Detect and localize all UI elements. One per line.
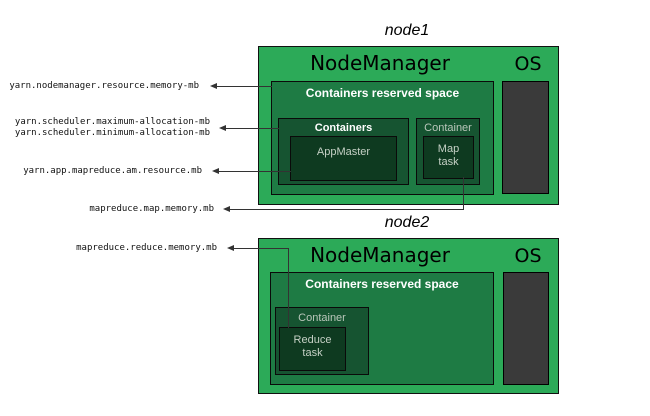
node1-nodemanager-box: NodeManager OS Containers reserved space…: [258, 46, 559, 205]
node2-reduce-task-box: Reduce task: [279, 327, 346, 371]
node2-container-label: Container: [298, 312, 346, 324]
arrow-line-nodemanager-resource: [216, 86, 272, 87]
arrowhead-map-memory-icon: [223, 206, 230, 212]
node1-containers-reserved-box: Containers reserved space Containers App…: [271, 81, 494, 195]
map-task-line1: Map: [437, 143, 460, 155]
node1-title: node1: [384, 22, 430, 39]
node2-containers-reserved-label: Containers reserved space: [305, 277, 459, 291]
label-yarn-nodemanager-resource-memory-mb: yarn.nodemanager.resource.memory-mb: [9, 81, 199, 91]
arrow-line-scheduler-allocation: [225, 128, 279, 129]
arrow-line-am-resource: [218, 171, 291, 172]
node2-title: node2: [384, 214, 430, 231]
label-yarn-app-mapreduce-am-resource-mb: yarn.app.mapreduce.am.resource.mb: [23, 166, 202, 176]
node2-os-memory-rect: [503, 272, 549, 385]
label-yarn-scheduler-maximum-allocation-mb: yarn.scheduler.maximum-allocation-mb: [14, 117, 210, 127]
node1-os-label: OS: [514, 53, 542, 75]
arrowhead-scheduler-allocation-icon: [219, 125, 226, 131]
node2-container-box: Container Reduce task: [275, 307, 369, 375]
node2-os-label: OS: [514, 245, 542, 267]
arrow-line-reduce-memory: [233, 248, 289, 249]
arrow-vline-reduce-memory: [288, 248, 289, 328]
reduce-task-line1: Reduce: [293, 334, 332, 346]
arrow-line-map-memory: [229, 209, 464, 210]
node1-containers-reserved-label: Containers reserved space: [305, 86, 460, 100]
node2-reduce-task-label: Reduce task: [280, 328, 345, 360]
node1-containers-label: Containers: [314, 122, 373, 134]
node2-nodemanager-label: NodeManager: [310, 243, 450, 267]
reduce-task-line2: task: [302, 347, 323, 359]
node1-nodemanager-label: NodeManager: [310, 51, 450, 75]
node2-containers-reserved-box: Containers reserved space Container Redu…: [270, 272, 494, 385]
node1-containers-box: Containers AppMaster: [278, 118, 409, 185]
node1-container-label: Container: [424, 122, 472, 134]
label-mapreduce-reduce-memory-mb: mapreduce.reduce.memory.mb: [76, 243, 217, 253]
label-yarn-scheduler-minimum-allocation-mb: yarn.scheduler.minimum-allocation-mb: [14, 128, 210, 138]
node1-map-task-box: Map task: [423, 136, 474, 179]
arrowhead-nodemanager-resource-icon: [210, 83, 217, 89]
node2-nodemanager-box: NodeManager OS Containers reserved space…: [258, 238, 559, 394]
label-mapreduce-map-memory-mb: mapreduce.map.memory.mb: [89, 204, 214, 214]
arrowhead-am-resource-icon: [212, 168, 219, 174]
node1-container-box: Container Map task: [416, 118, 480, 185]
arrowhead-reduce-memory-icon: [227, 245, 234, 251]
node1-os-memory-rect: [502, 81, 549, 194]
map-task-line2: task: [438, 156, 459, 168]
node1-appmaster-box: AppMaster: [290, 136, 397, 181]
arrow-vline-map-memory: [463, 177, 464, 210]
node1-appmaster-label: AppMaster: [316, 146, 371, 158]
node1-map-task-label: Map task: [424, 137, 473, 169]
